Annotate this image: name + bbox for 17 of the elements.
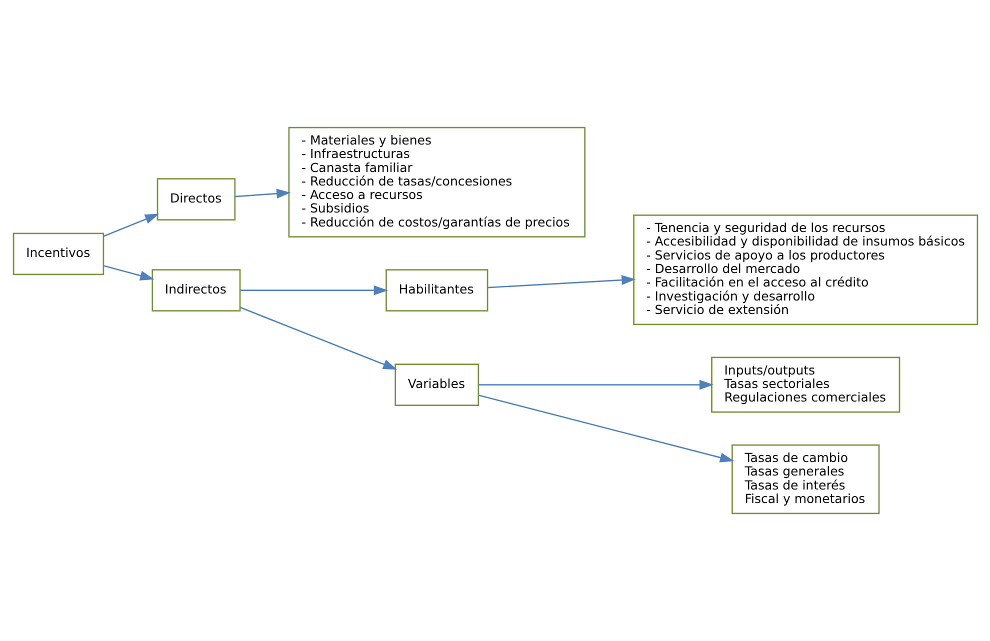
node-box: Directos <box>156 178 236 220</box>
node-box: - Tenencia y seguridad de los recursos - Accesibilidad y disponibilidad de insumos básicos - Servicios de apoyo a los productores - Desarrollo del mercado - Facilitación en el acceso al crédito - Investigación y desarrollo - Servicio de extensión <box>632 214 978 326</box>
arrow <box>234 188 290 199</box>
node-box: Variables <box>394 364 479 406</box>
arrow <box>487 275 636 288</box>
node-box: Inputs/outputs Tasas sectoriales Regulaciones comerciales <box>710 356 900 413</box>
node-box: Incentivos <box>12 232 104 276</box>
arrow <box>240 285 388 296</box>
arrow <box>478 380 714 390</box>
node-box: Habilitantes <box>385 269 488 312</box>
node-box: Indirectos <box>151 269 240 312</box>
node-box: Tasas de cambio Tasas generales Tasas de interés Fiscal y monetarios <box>731 444 880 514</box>
arrow <box>239 306 397 370</box>
arrow <box>478 394 734 462</box>
arrow <box>102 265 154 280</box>
arrow <box>102 214 159 237</box>
node-box: - Materiales y bienes - Infraestructuras - Canasta familiar - Reducción de tasas/concesiones - Acceso a recursos - Subsidios - Reducción de costos/garantías de precios <box>288 126 586 238</box>
